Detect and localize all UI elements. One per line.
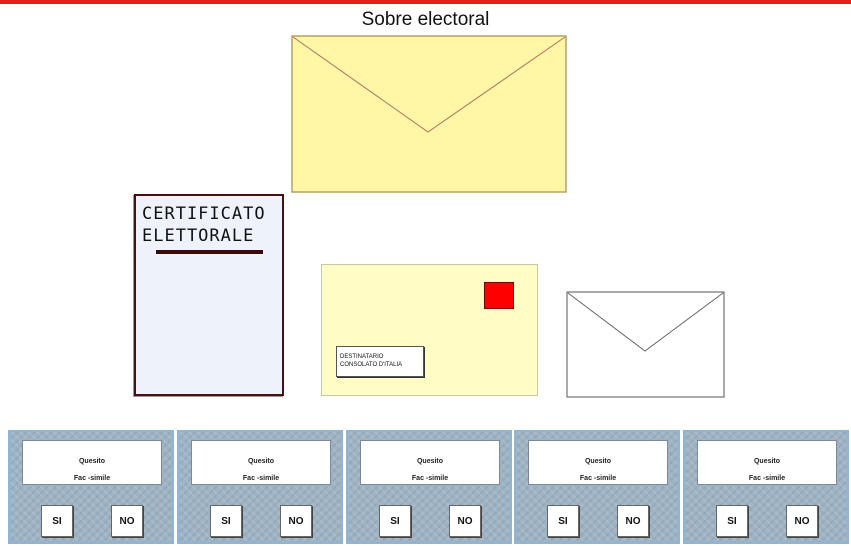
certificate-line-1: CERTIFICATO — [142, 204, 266, 224]
ballot-card: Quesito Fac -simile SI NO — [683, 430, 849, 544]
question-heading: Quesito — [247, 458, 275, 465]
no-box[interactable]: NO — [111, 505, 143, 537]
large-yellow-envelope — [291, 35, 567, 193]
question-subheading: Fac -simile — [411, 475, 449, 482]
question-heading: Quesito — [584, 458, 612, 465]
question-box: Quesito Fac -simile — [191, 440, 331, 485]
yes-box[interactable]: SI — [716, 505, 748, 537]
question-subheading: Fac -simile — [748, 475, 786, 482]
question-subheading: Fac -simile — [579, 475, 617, 482]
top-red-rule — [0, 0, 851, 4]
ballot-row: Quesito Fac -simile SI NO Quesito Fac -s… — [0, 430, 851, 546]
yes-box[interactable]: SI — [210, 505, 242, 537]
yes-box[interactable]: SI — [547, 505, 579, 537]
question-box: Quesito Fac -simile — [528, 440, 668, 485]
recipient-label: DESTINATARIO CONSOLATO D'ITALIA — [336, 346, 424, 377]
small-white-envelope — [566, 291, 725, 398]
page-title: Sobre electoral — [361, 9, 490, 30]
question-subheading: Fac -simile — [73, 475, 111, 482]
electoral-certificate: CERTIFICATO ELETTORALE — [134, 194, 284, 396]
question-heading: Quesito — [78, 458, 106, 465]
mailing-envelope: DESTINATARIO CONSOLATO D'ITALIA — [321, 264, 538, 396]
question-heading: Quesito — [416, 458, 444, 465]
recipient-line-1: DESTINATARIO — [340, 354, 384, 360]
no-box[interactable]: NO — [280, 505, 312, 537]
no-box[interactable]: NO — [617, 505, 649, 537]
ballot-card: Quesito Fac -simile SI NO — [514, 430, 680, 544]
certificate-line-2: ELETTORALE — [142, 226, 255, 246]
question-box: Quesito Fac -simile — [697, 440, 837, 485]
question-box: Quesito Fac -simile — [360, 440, 500, 485]
no-box[interactable]: NO — [449, 505, 481, 537]
certificate-underline — [156, 250, 263, 254]
question-subheading: Fac -simile — [242, 475, 280, 482]
question-box: Quesito Fac -simile — [22, 440, 162, 485]
ballot-card: Quesito Fac -simile SI NO — [8, 430, 174, 544]
yes-box[interactable]: SI — [379, 505, 411, 537]
recipient-line-2: CONSOLATO D'ITALIA — [340, 362, 403, 368]
ballot-card: Quesito Fac -simile SI NO — [346, 430, 512, 544]
postage-stamp — [484, 282, 514, 309]
no-box[interactable]: NO — [786, 505, 818, 537]
question-heading: Quesito — [753, 458, 781, 465]
ballot-card: Quesito Fac -simile SI NO — [177, 430, 343, 544]
yes-box[interactable]: SI — [41, 505, 73, 537]
